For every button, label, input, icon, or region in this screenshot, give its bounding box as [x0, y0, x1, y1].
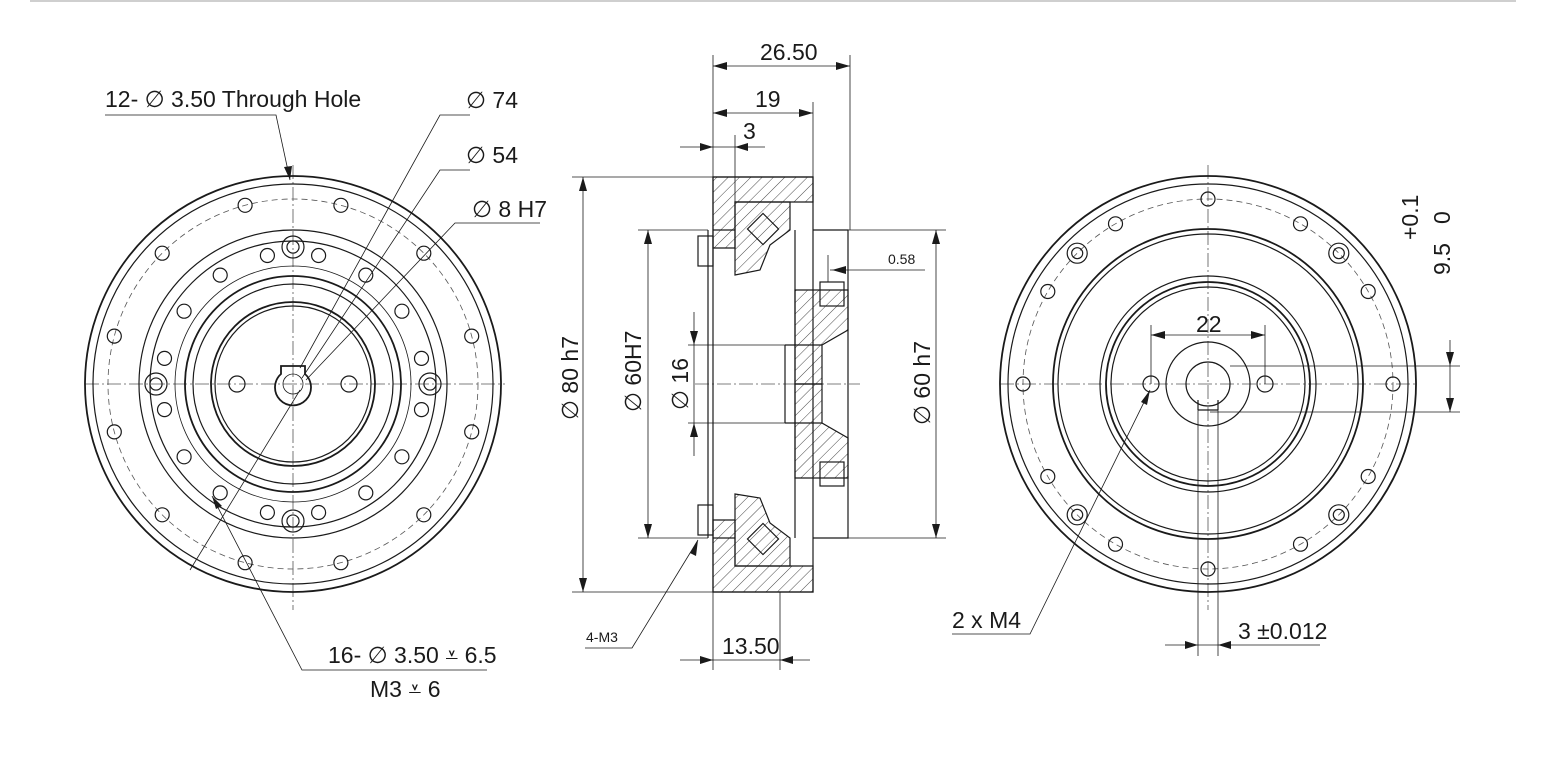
label-d74: ∅ 74	[466, 87, 518, 113]
middle-hole-pattern	[156, 247, 430, 521]
hole	[1385, 376, 1401, 392]
front-view	[84, 114, 540, 671]
hole	[1328, 242, 1350, 264]
hole-inner	[286, 514, 300, 528]
hole	[1360, 468, 1376, 485]
counterbore-holes	[144, 235, 442, 533]
hole	[311, 247, 327, 264]
label-058: 0.58	[888, 251, 915, 267]
hole	[1040, 468, 1056, 485]
hole	[212, 485, 228, 501]
label-1350: 13.50	[722, 633, 780, 659]
label-4m3: 4-M3	[586, 629, 618, 645]
hole	[212, 267, 228, 283]
hole	[418, 372, 442, 396]
label-tol-plus: +0.1	[1397, 195, 1423, 240]
hole	[237, 555, 253, 571]
hole-inner	[1071, 247, 1084, 260]
hole-inner	[1332, 247, 1345, 260]
hole	[1328, 504, 1350, 526]
rear-view	[952, 165, 1460, 656]
label-tol-zero: 0	[1429, 211, 1455, 224]
hole	[1066, 504, 1088, 526]
hole	[1360, 283, 1376, 300]
hole	[1040, 283, 1056, 300]
label-d60H7: ∅ 60H7	[620, 331, 646, 412]
hole-inner	[1071, 508, 1084, 521]
label-3-tol: 3 ±0.012	[1238, 618, 1327, 644]
hole	[416, 245, 432, 261]
hole	[413, 402, 430, 418]
hole	[1200, 191, 1216, 207]
hole	[156, 350, 173, 366]
hole	[311, 504, 327, 521]
hole	[464, 328, 480, 344]
label-d80h7: ∅ 80 h7	[557, 336, 583, 420]
hole	[176, 449, 192, 465]
hole	[259, 247, 275, 264]
hole	[394, 303, 410, 319]
label-22: 22	[1196, 311, 1222, 337]
label-d54: ∅ 54	[466, 142, 518, 168]
hole	[394, 449, 410, 465]
hole	[464, 424, 480, 440]
rear-outer-holes	[1015, 191, 1401, 577]
hole	[1107, 216, 1124, 232]
hole	[281, 509, 305, 533]
label-d60h7: ∅ 60 h7	[909, 341, 935, 425]
label-m4: 2 x M4	[952, 607, 1021, 633]
hole	[1292, 216, 1309, 232]
label-16-holes: 16- ∅ 3.50 ⩡ 6.5	[328, 642, 497, 668]
label-through-hole: 12- ∅ 3.50 Through Hole	[105, 86, 361, 112]
hole	[416, 507, 432, 523]
label-d16: ∅ 16	[667, 358, 693, 410]
hole	[1292, 536, 1309, 552]
hole	[144, 372, 168, 396]
hole	[333, 555, 349, 571]
hole	[154, 507, 170, 523]
hole	[176, 303, 192, 319]
hole-inner	[286, 240, 300, 254]
hole	[1107, 536, 1124, 552]
hole	[1200, 561, 1216, 577]
hole	[259, 504, 275, 521]
hole-inner	[149, 377, 163, 391]
hole	[154, 245, 170, 261]
hole	[413, 350, 430, 366]
label-2650: 26.50	[760, 39, 818, 65]
hole	[333, 197, 349, 213]
label-m3: M3 ⩡ 6	[370, 676, 441, 702]
label-19: 19	[755, 86, 781, 112]
label-3: 3	[743, 118, 756, 144]
hole	[1015, 376, 1031, 392]
hole	[106, 424, 122, 440]
hole	[281, 235, 305, 259]
hole	[1066, 242, 1088, 264]
hole	[106, 328, 122, 344]
hole	[358, 485, 374, 501]
hole-inner	[423, 377, 437, 391]
hole	[156, 402, 173, 418]
section-view	[572, 55, 946, 670]
hole	[237, 197, 253, 213]
label-d8h7: ∅ 8 H7	[472, 196, 547, 222]
hole-inner	[1332, 508, 1345, 521]
rear-counterbore-holes	[1066, 242, 1350, 526]
label-95: 9.5	[1429, 243, 1455, 275]
outer-hole-pattern	[106, 197, 480, 571]
